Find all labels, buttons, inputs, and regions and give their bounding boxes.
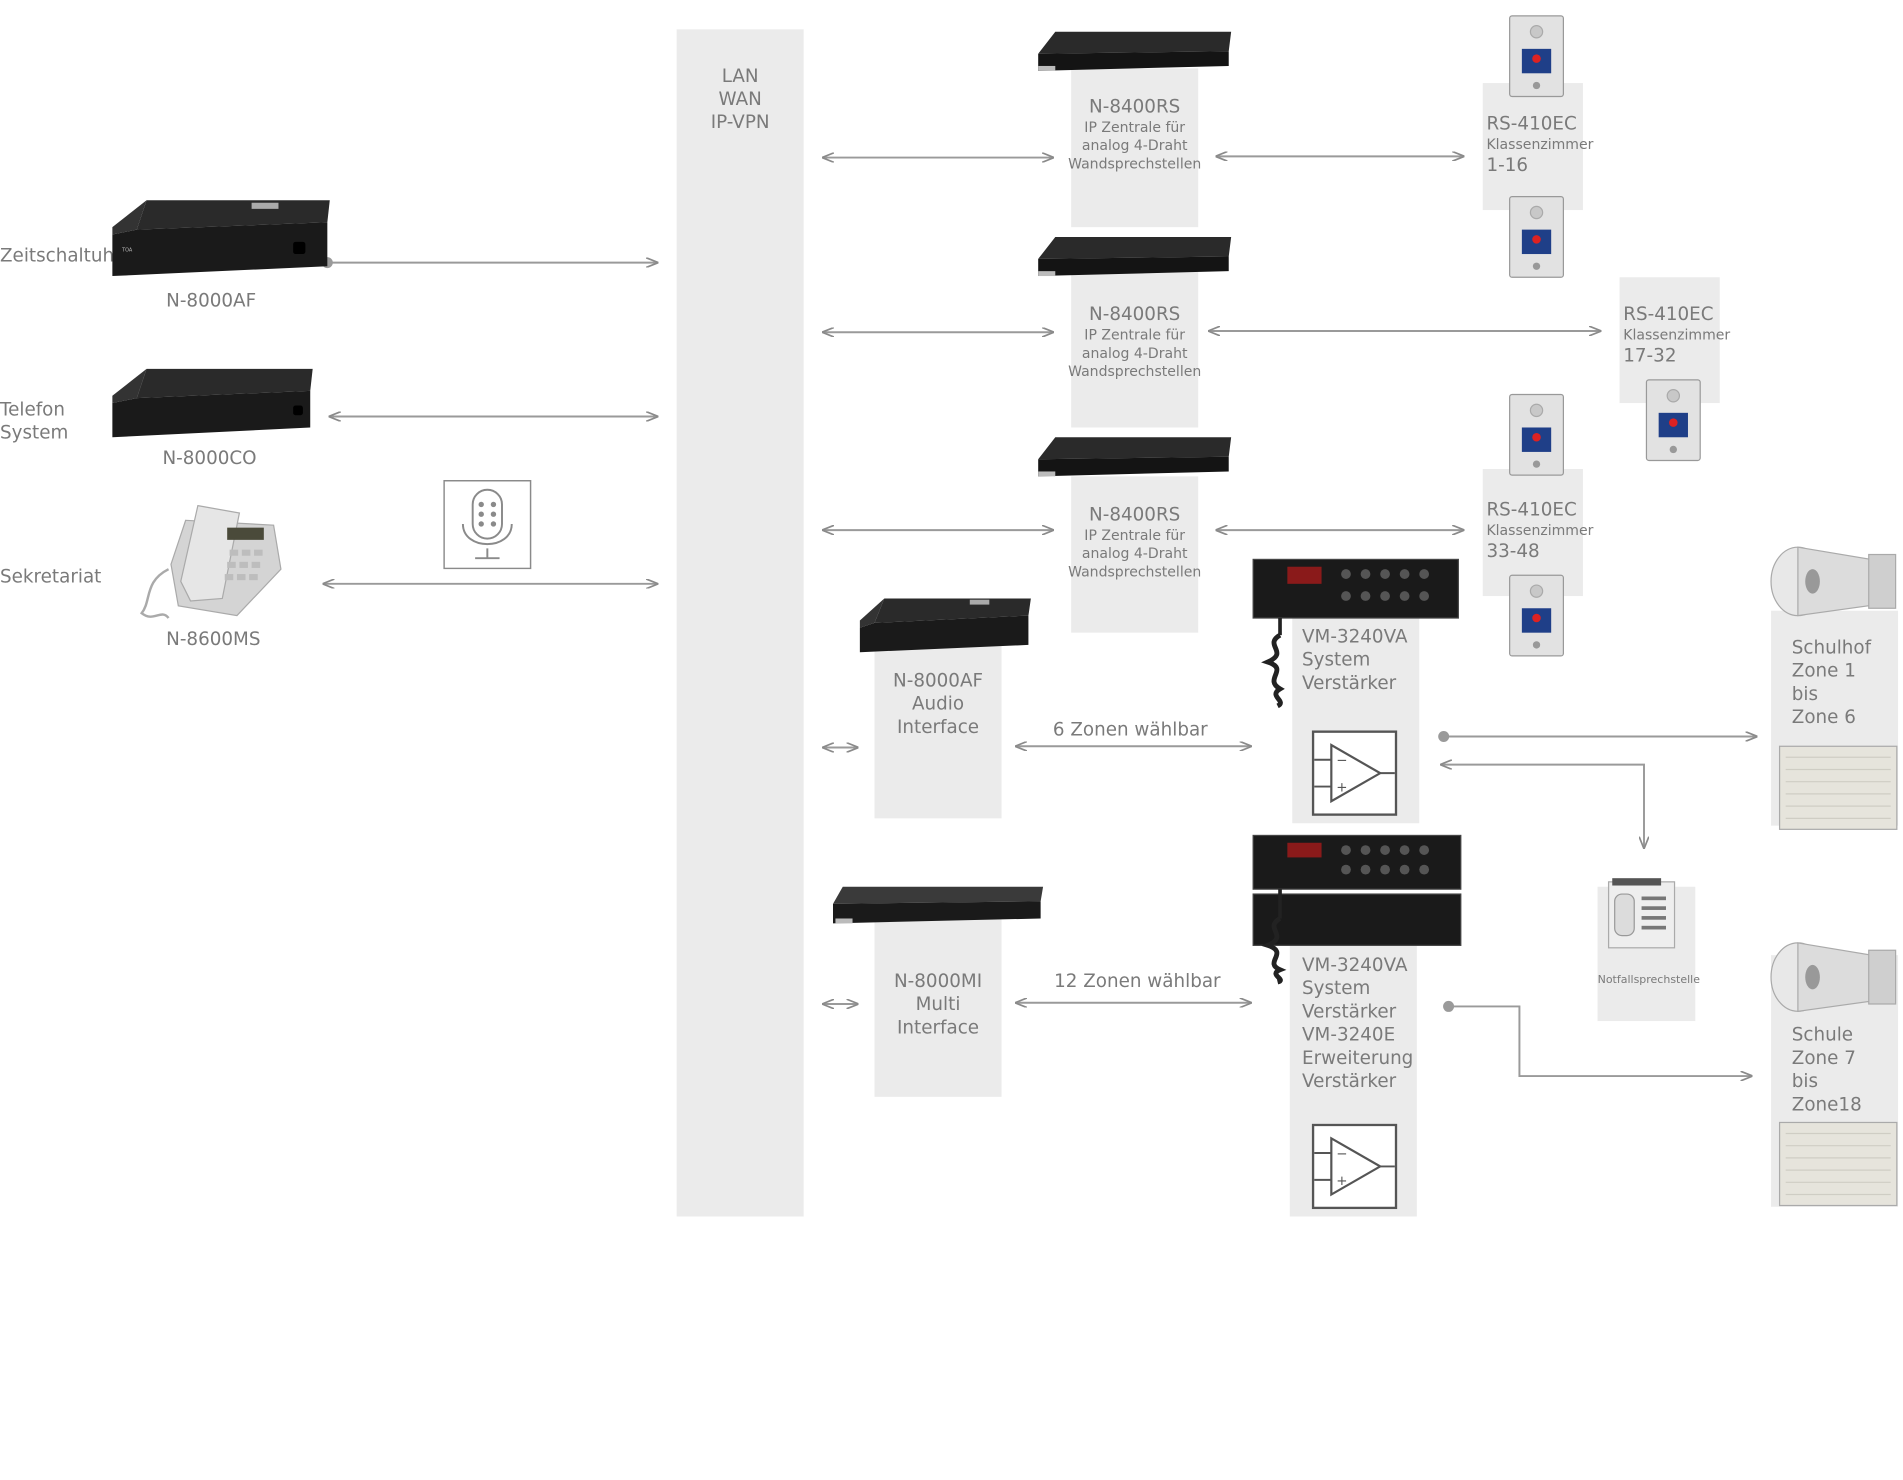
wall-station-image-2 (1645, 379, 1701, 462)
amplifier-symbol-icon-1: − + (1311, 730, 1398, 816)
wall-station-image-1b (1509, 196, 1565, 278)
multi-interface-label: N-8000MI Multi Interface (893, 969, 983, 1039)
station-label-1: RS-410EC Klassenzimmer 1-16 (1486, 112, 1594, 176)
n8000af-device-image: TOA (112, 200, 330, 277)
box-speaker-image-2 (1778, 1121, 1898, 1207)
rs-panel-3 (1071, 476, 1199, 633)
schule-label: Schule Zone 7 bis Zone18 (1791, 1023, 1862, 1116)
station-label-2: RS-410EC Klassenzimmer 17-32 (1623, 302, 1731, 367)
n8600ms-label: N-8600MS (166, 627, 261, 650)
sekretariat-label: Sekretariat (0, 565, 102, 588)
amp2-label: VM-3240VA System Verstärker VM-3240E Erw… (1302, 953, 1414, 1092)
svg-text:+: + (1336, 1174, 1347, 1189)
wall-station-image-1a (1509, 15, 1565, 98)
svg-text:−: − (1336, 754, 1347, 769)
microphone-icon (443, 480, 532, 570)
zones12-label: 12 Zonen wählbar (1054, 969, 1221, 992)
box-speaker-image-1 (1778, 745, 1898, 830)
svg-text:−: − (1336, 1147, 1347, 1162)
connector-layer (321, 0, 1903, 1212)
multi-interface-panel (874, 918, 1002, 1097)
multi-interface-device-image (832, 886, 1044, 924)
amplifier-device-image-2 (1252, 834, 1462, 985)
rs-label-1: N-8400RS IP Zentrale für analog 4-Draht … (1068, 95, 1202, 173)
wall-station-image-3a (1509, 393, 1565, 476)
schulhof-label: Schulhof Zone 1 bis Zone 6 (1791, 636, 1872, 728)
svg-text:TOA: TOA (121, 248, 133, 254)
zeitschaltuhr-label: Zeitschaltuhr (0, 244, 122, 267)
amp1-label: VM-3240VA System Verstärker (1302, 625, 1408, 694)
n8400rs-device-image-3 (1038, 437, 1232, 477)
arrow-notfall (1441, 765, 1644, 848)
audio-interface-panel (874, 644, 1002, 819)
wall-station-image-3b (1509, 574, 1565, 657)
station-label-3: RS-410EC Klassenzimmer 33-48 (1486, 498, 1594, 562)
audio-interface-label: N-8000AF Audio Interface (893, 669, 984, 738)
system-diagram: LAN WAN IP-VPN Zeitschaltuhr TOA N-8000A… (0, 0, 1903, 1217)
horn-speaker-image-2 (1770, 942, 1897, 1013)
svg-text:+: + (1336, 780, 1347, 795)
amplifier-device-image-1 (1252, 558, 1459, 709)
horn-speaker-image-1 (1770, 546, 1897, 617)
emergency-station-image (1607, 878, 1676, 949)
n8000af-label: N-8000AF (166, 289, 257, 312)
n8600ms-desk-station-image (139, 504, 282, 619)
rs-label-2: N-8400RS IP Zentrale für analog 4-Draht … (1068, 302, 1202, 380)
n8400rs-device-image-2 (1038, 236, 1232, 277)
zones6-label: 6 Zonen wählbar (1052, 718, 1208, 741)
network-label: LAN WAN IP-VPN (710, 64, 770, 134)
rs-label-3: N-8400RS IP Zentrale für analog 4-Draht … (1068, 503, 1202, 581)
arrow-amp2-schule (1448, 1005, 1752, 1076)
audio-interface-device-image (859, 598, 1031, 653)
network-backbone-panel (676, 29, 804, 1217)
station-panel-1 (1482, 83, 1583, 211)
rs-panel-1 (1071, 68, 1199, 228)
amplifier-symbol-icon-2: − + (1311, 1123, 1398, 1210)
rs-panel-2 (1071, 271, 1199, 428)
n8000co-label: N-8000CO (162, 447, 257, 470)
n8400rs-device-image-1 (1038, 31, 1232, 71)
n8000co-device-image (112, 368, 313, 438)
notfall-label: Notfallsprechstelle (1597, 974, 1700, 987)
telefon-label: Telefon System (0, 398, 69, 444)
